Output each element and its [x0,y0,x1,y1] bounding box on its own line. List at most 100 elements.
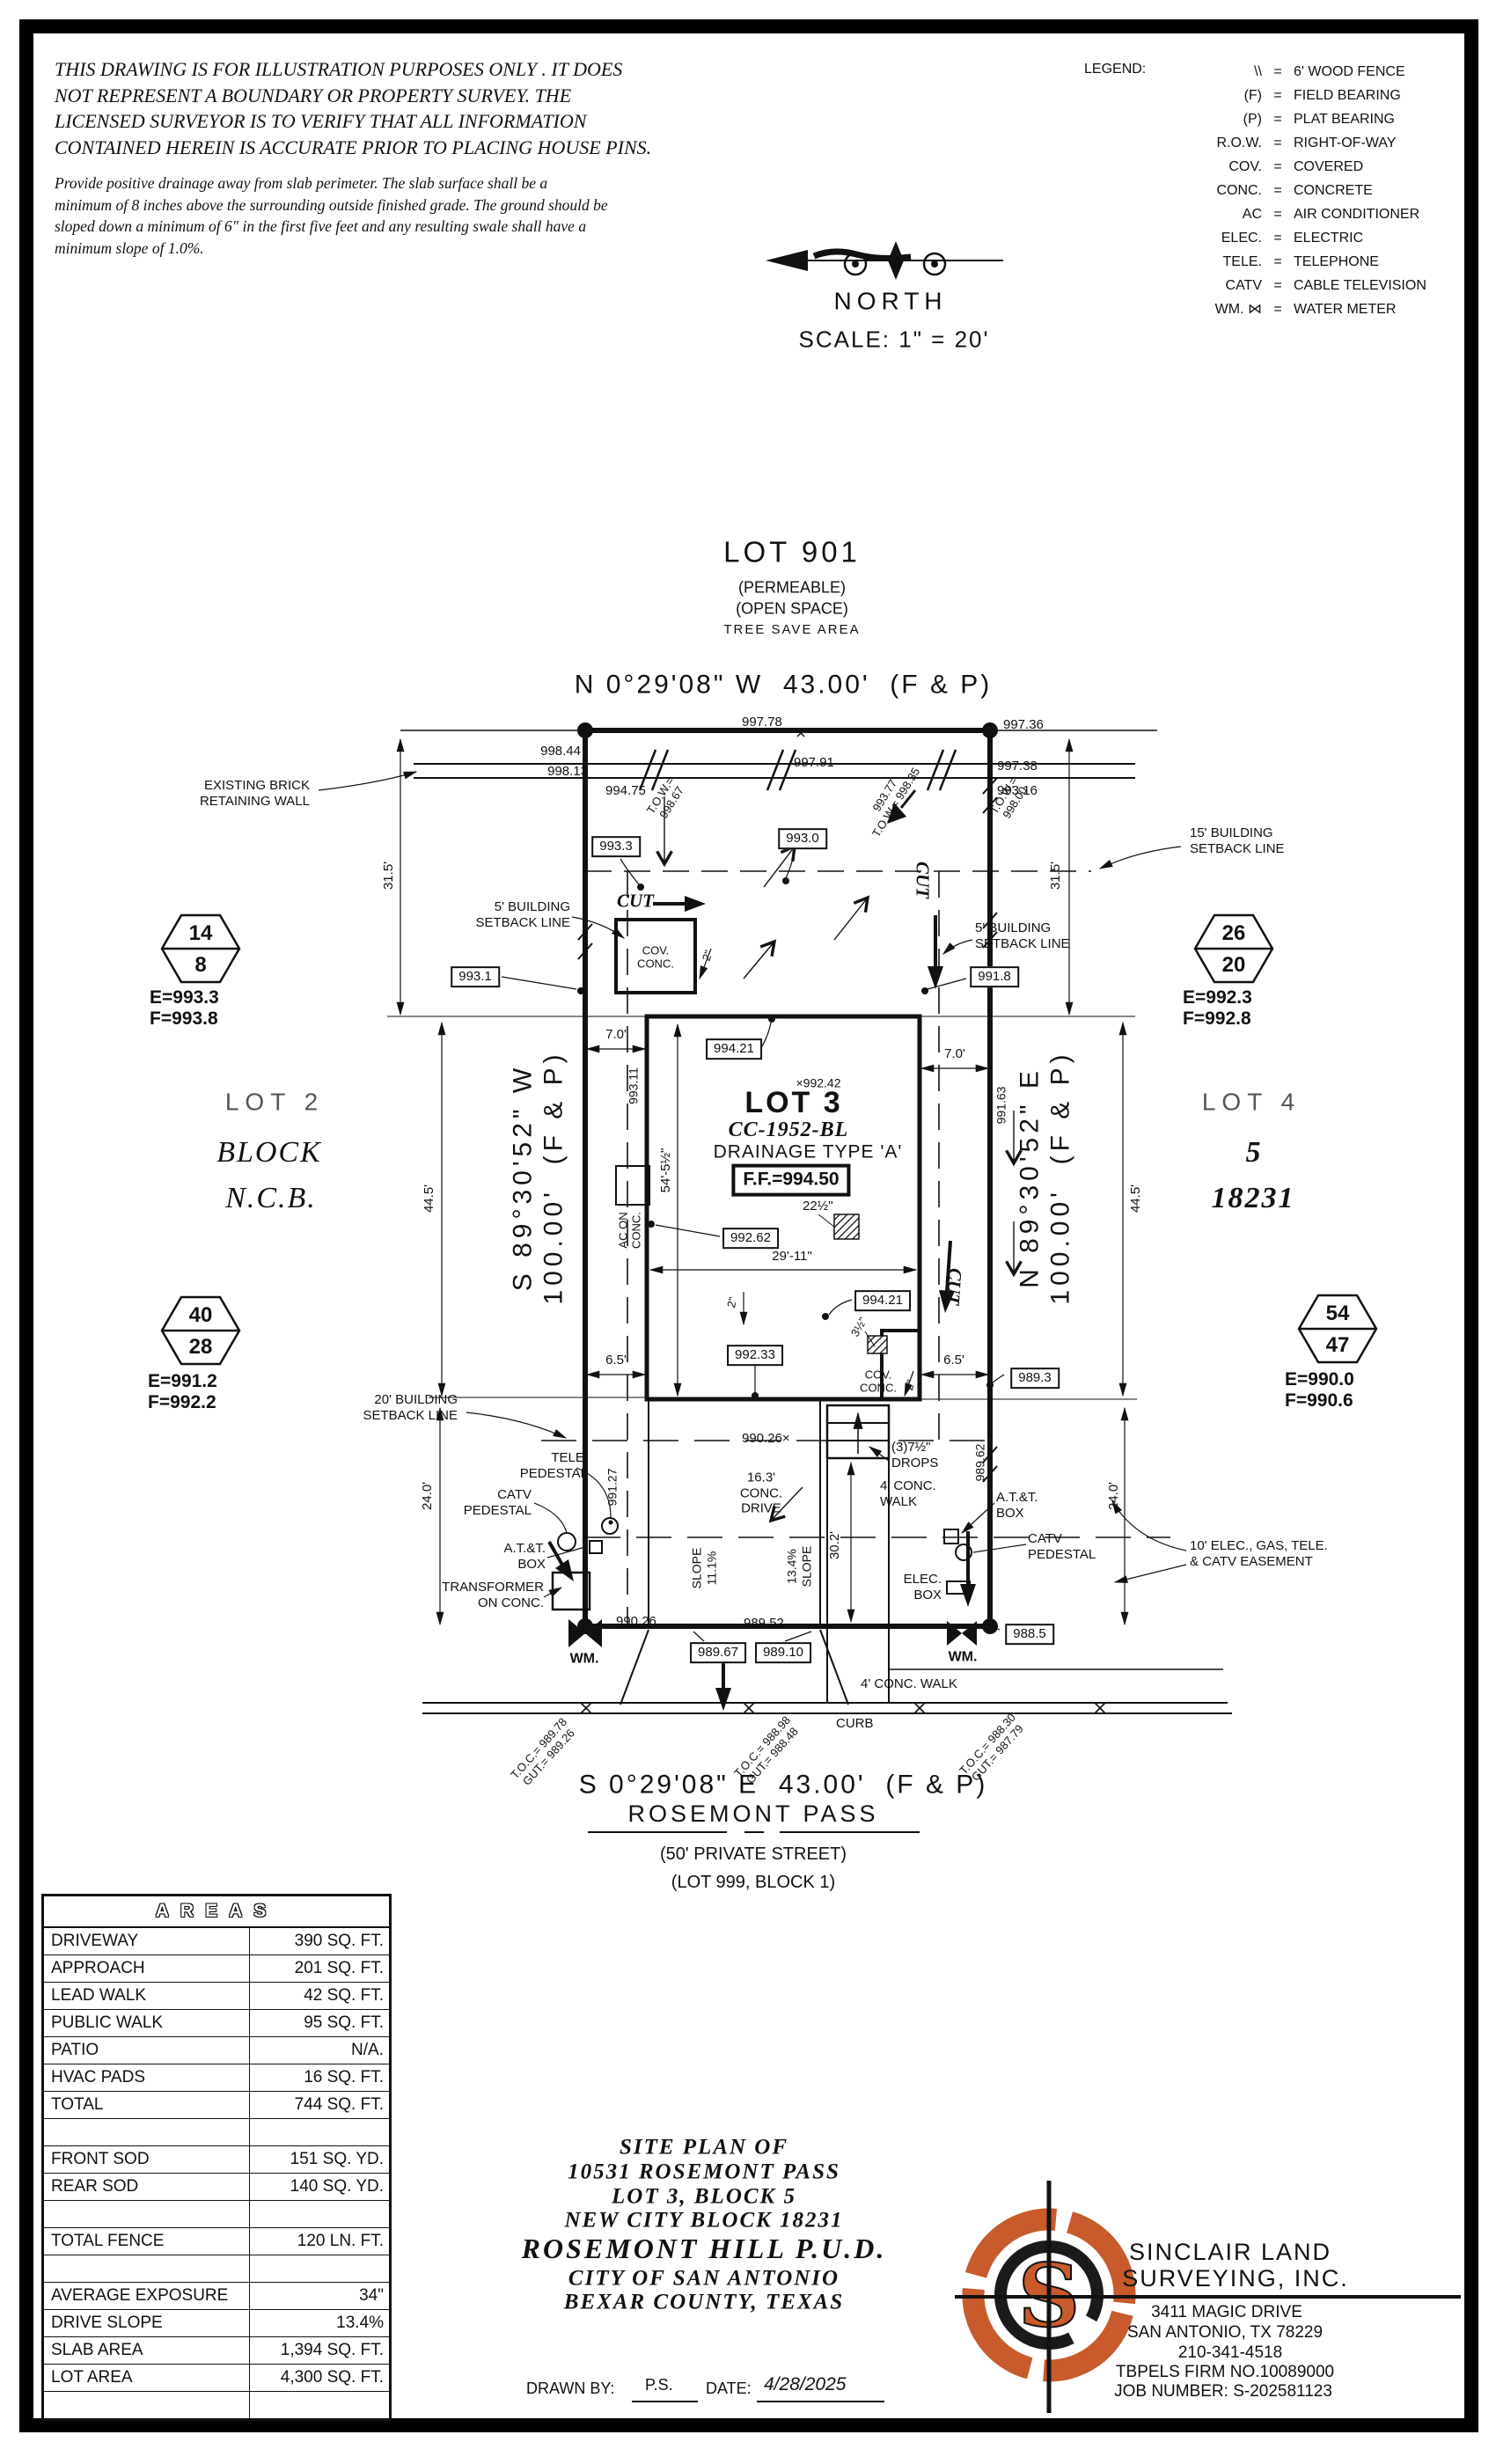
north-label: NORTH [833,287,948,315]
transformer-label: TRANSFORMER ON CONC. [442,1580,544,1610]
drawn-by-value: P.S. [645,2376,673,2394]
existing-grade: E=990.0 [1285,1369,1354,1390]
setback-15-label: 15' BUILDING SETBACK LINE [1190,825,1285,856]
att-box-label: A.T.&T. BOX [996,1490,1038,1521]
setback-5-label: 5' BUILDING SETBACK LINE [475,899,570,930]
setback-easement-lines [541,870,1170,1626]
hex-marker-value: 14 [188,920,213,945]
date-label: DATE: [706,2380,752,2397]
spot-elev: 998.13 [547,764,588,779]
ncb-label: N.C.B. [225,1181,317,1214]
covered-concrete-label: COV. CONC. [637,943,674,971]
elev-box: 992.62 [722,1228,779,1249]
retaining-wall-fence [414,729,1135,1483]
table-row [44,2255,389,2283]
block-5-label: 5 [1245,1135,1261,1169]
legend-title: LEGEND: [1084,62,1147,77]
utility-symbols [551,1165,972,1611]
dim-44-5: 44.5' [422,1184,437,1214]
surveyor-address: SAN ANTONIO, TX 78229 [1126,2322,1324,2342]
elev-box: 994.21 [706,1038,762,1060]
hex-marker-value: 47 [1325,1332,1350,1357]
table-row [44,2119,389,2146]
page-border [19,19,1478,2432]
drainage-flow-arrows [656,796,1023,1523]
spot-elev: 989.62 [972,1443,987,1482]
legend-row: R.O.W.=RIGHT-OF-WAY [1216,136,1397,150]
dimension-lines [387,737,1137,1626]
spot-elev: 989.52 [744,1616,784,1631]
att-box-label: A.T.&T. BOX [503,1541,546,1572]
title-line: NEW CITY BLOCK 18231 [564,2208,844,2233]
lot-901-label: LOT 901 [723,535,861,568]
spot-elev: ×992.42 [796,1075,841,1090]
conc-drive-label: 16.3' CONC. DRIVE [739,1470,783,1516]
dim-7-0: 7.0' [944,1046,965,1062]
legend-row: TELE.=TELEPHONE [1222,254,1379,269]
hex-marker-value: 20 [1221,952,1246,977]
disclaimer-paragraph: THIS DRAWING IS FOR ILLUSTRATION PURPOSE… [55,58,652,159]
dim-22-5-in: 22½" [803,1199,833,1214]
spot-elev: 997.38 [997,759,1038,774]
title-line: CITY OF SAN ANTONIO [568,2266,840,2291]
finished-grade: F=990.6 [1285,1390,1353,1411]
dim-54-5: 54'-5½" [658,1148,674,1193]
cut-arrows [547,789,976,1711]
retaining-wall-label: EXISTING BRICK RETAINING WALL [199,778,310,809]
open-space-label: (OPEN SPACE) [736,599,848,618]
slope-label: 13.4% SLOPE [784,1545,813,1588]
slope-label: SLOPE 11.1% [689,1547,718,1589]
elev-box: 992.33 [727,1345,783,1366]
finished-grade: F=993.8 [150,1008,218,1029]
lot-4-label: LOT 4 [1201,1088,1302,1116]
setback-5-label: 5' BUILDING SETBACK LINE [975,920,1070,951]
surveyor-firm-number: TBPELS FIRM NO.10089000 [1115,2362,1335,2381]
drainage-note: Provide positive drainage away from slab… [55,174,608,257]
areas-table-title: AREAS [44,1896,389,1928]
elec-box-label: ELEC. BOX [903,1572,942,1602]
tele-pedestal-label: TELE. PEDESTAL [519,1450,588,1481]
lot-boundary [400,728,1157,1629]
hex-marker-value: 28 [188,1334,213,1359]
spot-elev: 998.44 [540,744,581,759]
setback-20-label: 20' BUILDING SETBACK LINE [363,1392,458,1423]
elev-box: 989.10 [755,1642,811,1663]
water-meter-symbols [568,1619,977,1647]
elev-box: 989.3 [1010,1368,1060,1389]
existing-grade: E=992.3 [1183,987,1252,1008]
finished-floor-elevation: F.F.=994.50 [731,1163,851,1197]
dim-44-5: 44.5' [1128,1184,1144,1214]
legend: \\=6' WOOD FENCE (F)=FIELD BEARING (P)=P… [1158,60,1475,321]
leader-lines [318,771,1187,1642]
legend-row: AC=AIR CONDITIONER [1242,207,1420,222]
leader-dots [577,877,994,1525]
dim-24-0: 24.0' [1106,1481,1122,1511]
spot-elev: 991.27 [605,1468,620,1507]
street-lot-note: (LOT 999, BLOCK 1) [671,1873,836,1893]
block-label: BLOCK [216,1135,322,1169]
elev-box: 993.0 [778,828,827,849]
surveyor-name: SINCLAIR LAND [1128,2239,1332,2266]
spot-elev: 991.63 [994,1086,1008,1125]
drops-note: (3)7½" DROPS [891,1440,939,1470]
dim-30-2: 30.2' [827,1530,843,1560]
covered-concrete-label: COV. CONC. [860,1368,897,1395]
dim-6-5: 6.5' [605,1353,627,1368]
dim-7-0: 7.0' [605,1027,627,1043]
spot-elev: 993.16 [997,783,1038,798]
finished-grade: F=992.8 [1183,1008,1251,1029]
surveyor-logo: S [955,2181,1461,2413]
elev-box: 991.8 [970,966,1019,987]
